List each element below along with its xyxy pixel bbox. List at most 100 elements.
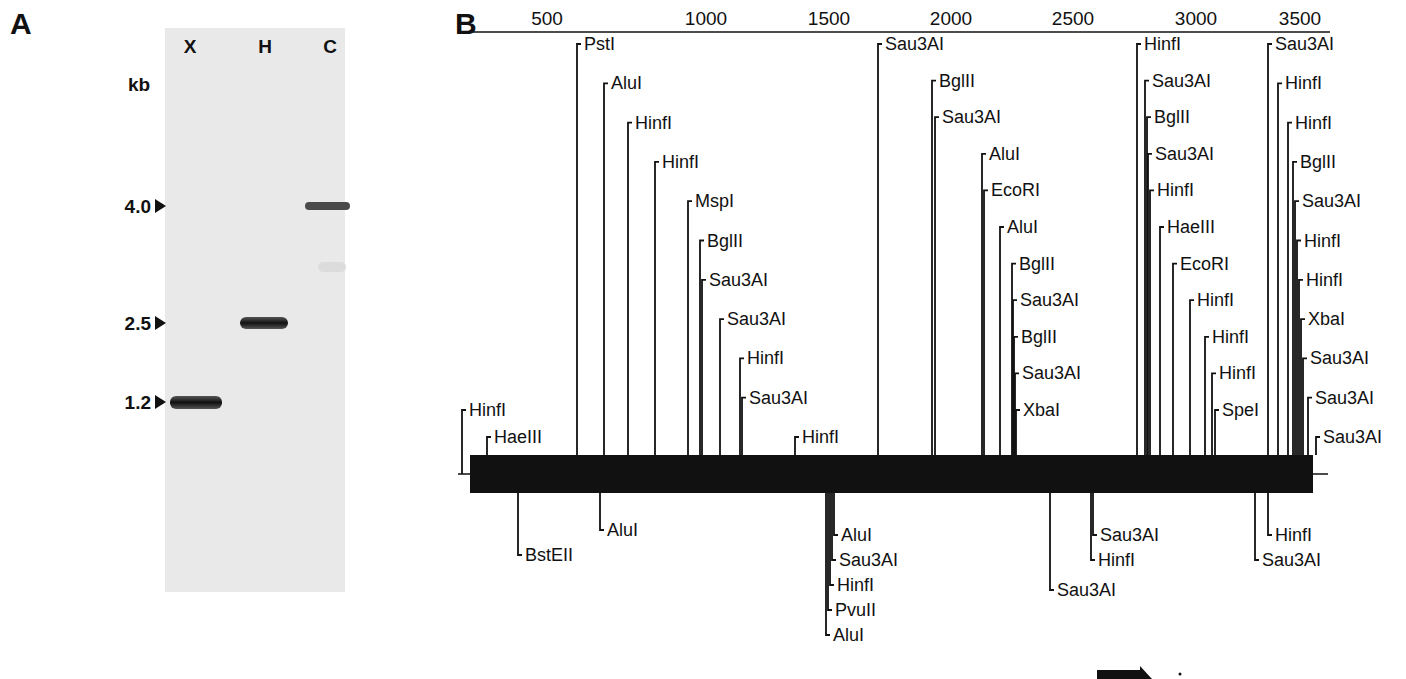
enzyme-site: HinfI: [1285, 74, 1322, 92]
enzyme-site: BglII: [1300, 153, 1336, 171]
enzyme-site: XbaI: [1308, 310, 1345, 328]
site-leader: [702, 280, 706, 455]
site-leader: [1000, 227, 1004, 455]
site-leader: [830, 493, 834, 585]
enzyme-site: Sau3AI: [1262, 551, 1321, 569]
site-leader: [655, 162, 659, 455]
enzyme-site: HinfI: [1144, 35, 1181, 53]
enzyme-site: HinfI: [662, 153, 699, 171]
enzyme-site: Sau3AI: [1100, 526, 1159, 544]
site-leader: [1308, 398, 1312, 455]
lane-label: C: [323, 37, 337, 56]
scale-bar-arrow: [1140, 666, 1152, 679]
site-leader: [600, 493, 604, 530]
enzyme-site: Sau3AI: [749, 389, 808, 407]
enzyme-site: HinfI: [1295, 114, 1332, 132]
site-leader: [832, 493, 836, 560]
enzyme-site: AluI: [1007, 218, 1038, 236]
speck: [1179, 673, 1182, 676]
enzyme-site: HinfI: [747, 349, 784, 367]
enzyme-site: XbaI: [1023, 401, 1060, 419]
enzyme-site: Sau3AI: [1057, 581, 1116, 599]
enzyme-site: Sau3AI: [727, 310, 786, 328]
site-leader: [1316, 437, 1320, 455]
enzyme-site: AluI: [989, 145, 1020, 163]
enzyme-site: AluI: [833, 626, 864, 644]
site-leader: [1150, 190, 1154, 455]
enzyme-site: AluI: [611, 74, 642, 92]
enzyme-site: Sau3AI: [1155, 145, 1214, 163]
panel-letter: A: [10, 9, 32, 39]
enzyme-site: Sau3AI: [1310, 349, 1369, 367]
enzyme-site: HinfI: [1197, 291, 1234, 309]
enzyme-site: HaeIII: [494, 428, 542, 446]
site-leader: [1303, 358, 1307, 455]
enzyme-site: AluI: [607, 521, 638, 539]
enzyme-site: HinfI: [1275, 526, 1312, 544]
size-unit: kb: [128, 75, 150, 94]
enzyme-site: HaeIII: [1167, 218, 1215, 236]
scale-number: 2000: [930, 9, 972, 28]
enzyme-site: Sau3AI: [709, 271, 768, 289]
site-leader: [518, 493, 522, 555]
enzyme-site: HinfI: [1306, 271, 1343, 289]
blot-membrane: [165, 28, 345, 592]
enzyme-site: EcoRI: [1180, 255, 1229, 273]
site-leader: [1190, 300, 1194, 455]
site-leader: [487, 437, 491, 455]
scale-number: 2500: [1052, 9, 1094, 28]
panel-letter: B: [455, 9, 477, 39]
scale-number: 3000: [1175, 9, 1217, 28]
blot-band: [305, 202, 350, 210]
marker-arrowhead: [155, 316, 166, 330]
site-leader: [828, 493, 832, 610]
enzyme-site: PvuII: [835, 601, 876, 619]
scale-number: 1500: [808, 9, 850, 28]
site-leader: [1015, 373, 1019, 455]
scale-number: 3500: [1279, 9, 1321, 28]
site-leader: [604, 83, 608, 455]
site-leader: [577, 44, 581, 455]
enzyme-site: Sau3AI: [1020, 291, 1079, 309]
enzyme-site: BstEII: [525, 546, 573, 564]
site-leader: [834, 493, 838, 535]
scale-number: 500: [531, 9, 563, 28]
site-leader: [826, 493, 830, 635]
site-leader: [1268, 44, 1272, 455]
restriction-map-bar: [470, 455, 1313, 493]
site-leader: [1093, 493, 1097, 535]
enzyme-site: Sau3AI: [885, 35, 944, 53]
enzyme-site: EcoRI: [991, 181, 1040, 199]
enzyme-site: HinfI: [635, 114, 672, 132]
blot-smear: [318, 262, 346, 272]
site-leader: [1268, 493, 1272, 535]
scale-bar-arrow: [1097, 670, 1140, 679]
scale-ruler: [460, 31, 1330, 33]
blot-band: [170, 396, 222, 409]
enzyme-site: MspI: [695, 192, 734, 210]
enzyme-site: HinfI: [1219, 364, 1256, 382]
enzyme-site: HinfI: [837, 576, 874, 594]
enzyme-site: Sau3AI: [1275, 35, 1334, 53]
enzyme-site: HinfI: [1212, 328, 1249, 346]
size-marker: 1.2: [125, 393, 151, 412]
enzyme-site: HinfI: [469, 401, 506, 419]
size-marker: 4.0: [125, 197, 151, 216]
enzyme-site: Sau3AI: [1022, 364, 1081, 382]
enzyme-site: HinfI: [1098, 551, 1135, 569]
site-leader: [1050, 493, 1054, 590]
lane-label: X: [184, 37, 197, 56]
site-leader: [742, 398, 746, 455]
enzyme-site: BglII: [939, 72, 975, 90]
site-leader: [1091, 493, 1095, 560]
enzyme-site: AluI: [841, 526, 872, 544]
site-leader: [1255, 493, 1259, 560]
site-leader: [935, 117, 939, 455]
site-leader: [1173, 264, 1177, 455]
enzyme-site: SpeI: [1222, 401, 1259, 419]
scale-number: 1000: [685, 9, 727, 28]
enzyme-site: Sau3AI: [1302, 192, 1361, 210]
